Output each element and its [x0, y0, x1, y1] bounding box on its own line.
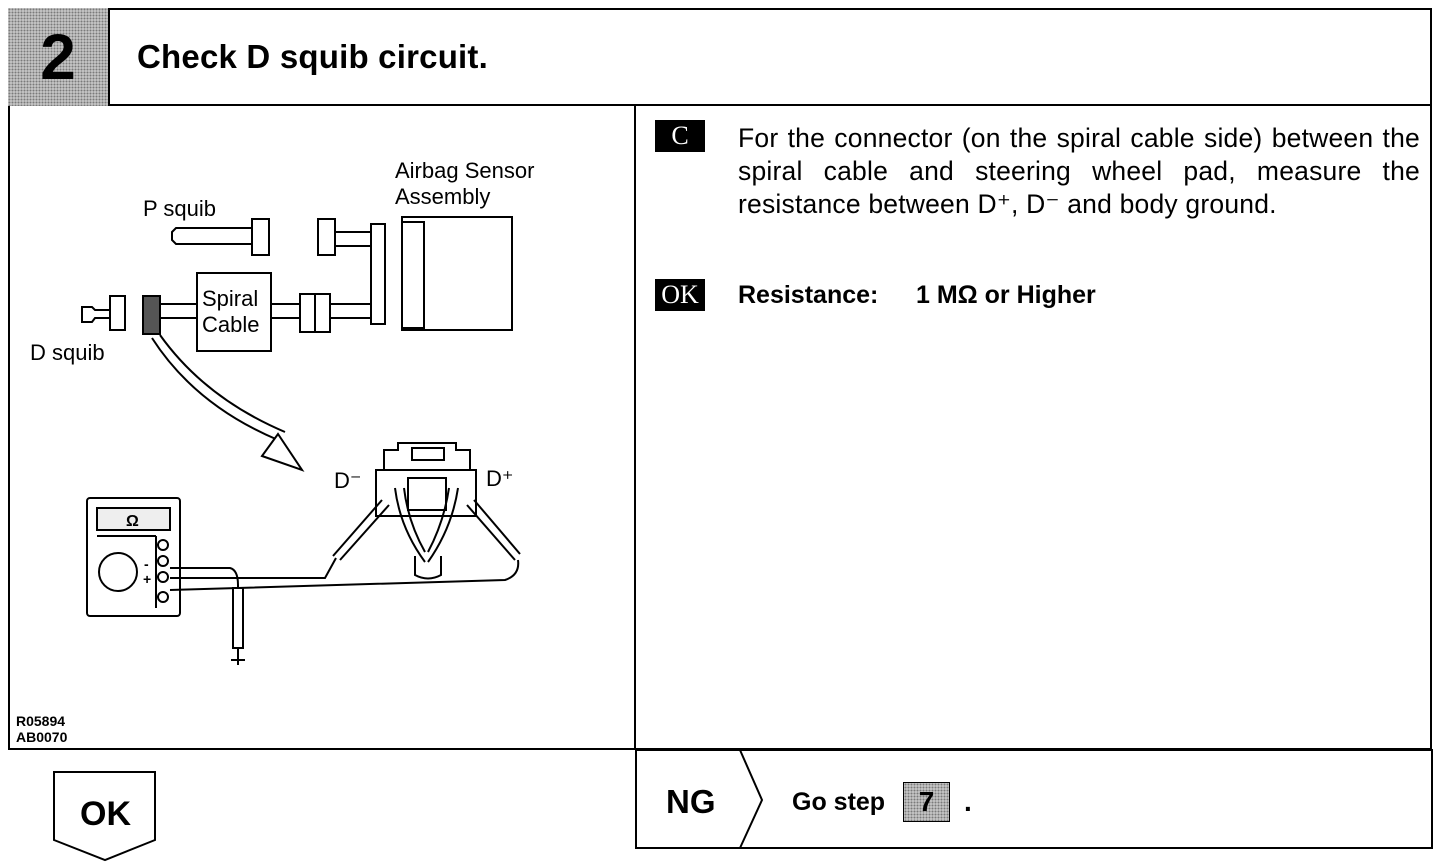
go-step-text: Go step	[792, 788, 886, 816]
ng-chevron-icon	[739, 749, 764, 849]
p-squib-plug	[171, 227, 253, 245]
condition-tag-c: C	[655, 120, 705, 152]
ok-tag: OK	[655, 279, 705, 311]
connector-housing	[383, 442, 471, 470]
label-meter-plus: +	[143, 571, 151, 587]
step-number: 2	[40, 21, 76, 93]
instruction-text: For the connector (on the spiral cable s…	[738, 123, 1420, 219]
step-title: Check D squib circuit.	[137, 38, 488, 75]
label-d-plus: D⁺	[486, 466, 514, 491]
ok-result-label: OK	[80, 795, 131, 833]
go-step-period: .	[964, 786, 972, 817]
pointer-arrow-line	[151, 337, 279, 441]
spec-value: 1 MΩ or Higher	[916, 281, 1096, 309]
step-number-badge: 2	[8, 8, 110, 106]
label-airbag-sensor-1: Airbag Sensor	[395, 158, 534, 183]
d-squib-connector	[142, 295, 161, 335]
lead-plus	[169, 559, 520, 591]
ohmmeter-body	[86, 497, 181, 617]
label-p-squib: P squib	[143, 196, 216, 221]
label-d-minus: D⁻	[334, 468, 362, 493]
label-d-squib: D squib	[30, 340, 105, 365]
ng-box	[635, 749, 1433, 849]
spiral-cable-box	[196, 272, 272, 352]
label-airbag-sensor-2: Assembly	[395, 184, 490, 209]
column-divider	[634, 106, 636, 750]
d-squib-plug	[81, 306, 110, 323]
label-cable: Cable	[202, 312, 259, 337]
ok-arrow-icon	[53, 771, 156, 862]
label-ohm: Ω	[126, 513, 139, 530]
probe-left	[339, 504, 390, 561]
figure-code-2: AB0070	[16, 729, 68, 745]
label-spiral: Spiral	[202, 286, 258, 311]
ng-result-label: NG	[666, 783, 716, 820]
probe-right	[466, 504, 516, 561]
resistance-spec: Resistance: 1 MΩ or Higher	[738, 281, 1096, 310]
airbag-sensor-connector	[401, 221, 425, 329]
go-step-number[interactable]: 7	[903, 782, 950, 822]
sensor-bus-bar	[370, 223, 386, 325]
lead-minus	[170, 557, 337, 579]
spec-label: Resistance:	[738, 281, 879, 309]
lead-ground	[170, 567, 239, 648]
figure-code-1: R05894	[16, 713, 65, 729]
label-meter-minus: -	[144, 556, 149, 572]
airbag-sensor-body	[401, 216, 513, 331]
squib-circuit-diagram: Airbag Sensor Assembly P squib D squib S…	[16, 158, 534, 745]
